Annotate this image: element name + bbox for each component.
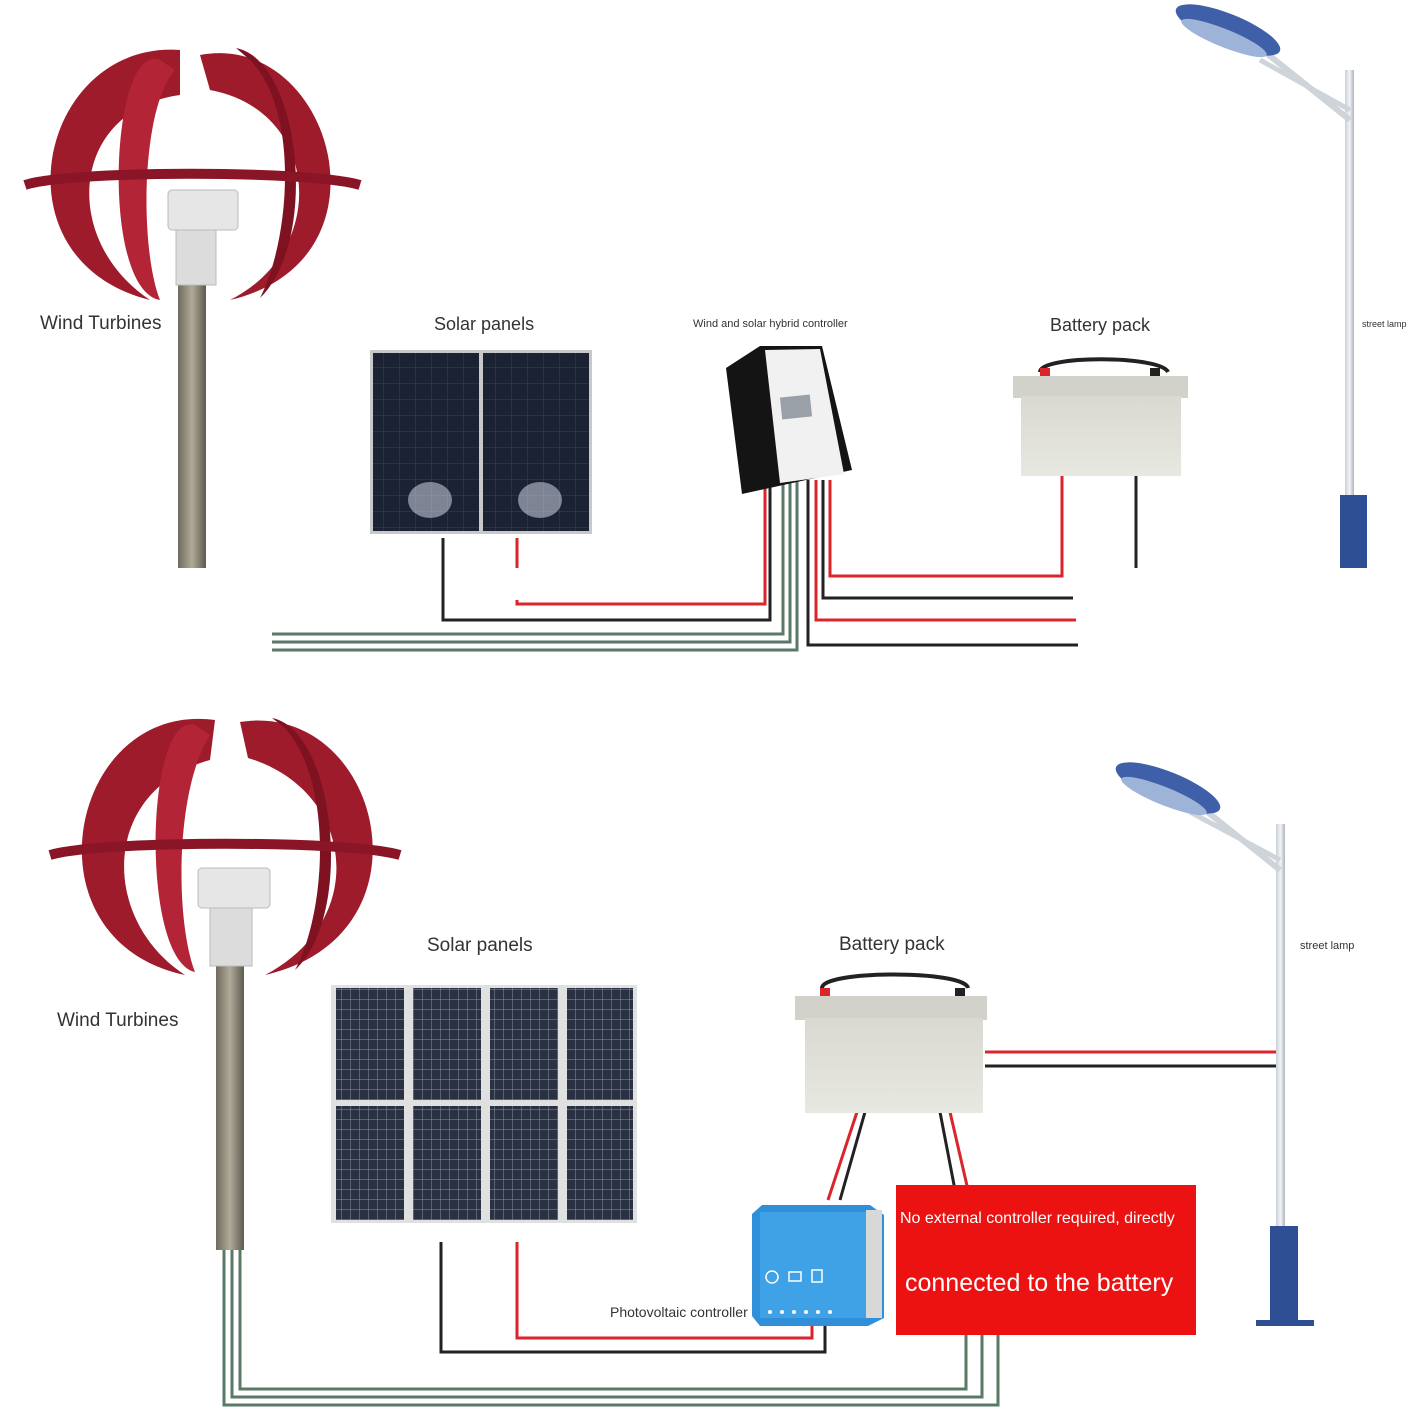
bottom-wire-battery-black-b [938, 1111, 957, 1191]
bottom-solar-panels [331, 985, 637, 1223]
top-wire-green-2 [272, 480, 792, 644]
bottom-street-lamp-label: street lamp [1300, 940, 1355, 952]
bottom-wire-solar-black [439, 1242, 827, 1354]
top-wire-green-1 [272, 480, 785, 636]
top-hybrid-controller [726, 346, 852, 494]
pv-controller-label: Photovoltaic controller [610, 1304, 748, 1320]
top-wind-turbine [23, 48, 362, 568]
top-wire-load-black-1 [821, 480, 1073, 600]
bottom-battery-pack-label: Battery pack [839, 934, 945, 955]
bottom-pv-controller [752, 1205, 884, 1326]
bottom-wind-turbine [48, 718, 402, 1250]
top-wire-green-3 [272, 480, 799, 652]
bottom-wires [222, 1050, 1280, 1407]
bottom-battery [795, 972, 987, 1113]
bottom-street-lamp [1115, 762, 1314, 1326]
top-section [23, 4, 1367, 652]
callout-line-1: No external controller required, directl… [900, 1210, 1175, 1227]
top-controller-label: Wind and solar hybrid controller [693, 318, 848, 330]
top-solar-panels [370, 350, 592, 534]
top-wires [272, 476, 1138, 652]
bottom-section [48, 718, 1314, 1407]
top-wire-battery-red [828, 476, 1064, 578]
top-battery-pack-label: Battery pack [1050, 315, 1151, 335]
bottom-wire-battery-red-a [826, 1111, 859, 1201]
top-street-lamp [1175, 4, 1367, 568]
bottom-wind-turbines-label: Wind Turbines [57, 1010, 179, 1031]
bottom-wire-green-1 [222, 1250, 1000, 1407]
top-wire-load-black-2 [806, 480, 1078, 647]
top-wire-solar-black [441, 480, 772, 622]
bottom-wire-green-3 [238, 1250, 968, 1391]
no-controller-callout: No external controller required, directl… [896, 1185, 1196, 1335]
bottom-wire-battery-red-b [948, 1111, 970, 1191]
top-wire-load-red-1 [814, 480, 1076, 622]
top-wire-solar-red [515, 480, 767, 606]
top-battery [1013, 357, 1188, 476]
top-street-lamp-label: street lamp [1362, 319, 1407, 329]
callout-line-2: connected to the battery [905, 1269, 1174, 1297]
bottom-wire-battery-black-a [838, 1111, 867, 1201]
bottom-wire-solar-red [515, 1242, 814, 1340]
top-solar-panels-label: Solar panels [434, 314, 535, 334]
top-wind-turbines-label: Wind Turbines [40, 313, 162, 334]
bottom-wire-green-2 [230, 1250, 984, 1399]
bottom-solar-panels-label: Solar panels [427, 935, 533, 956]
